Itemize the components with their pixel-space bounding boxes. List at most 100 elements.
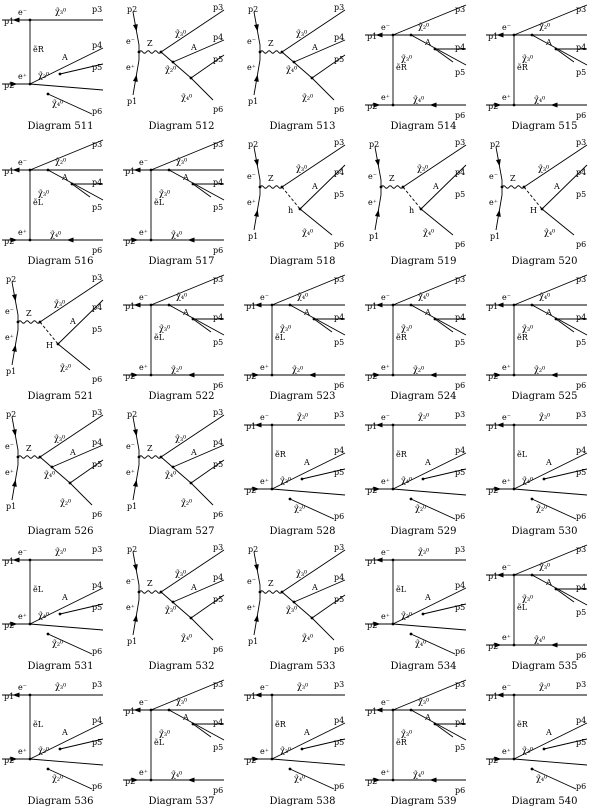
label-p2: p2: [490, 140, 500, 149]
z-label: Z: [26, 444, 32, 453]
neutralino-lower-label: χ̃₃⁰: [401, 324, 412, 333]
label-p2: p2: [125, 237, 135, 246]
label-p3: p3: [92, 5, 102, 14]
z-label: Z: [147, 579, 153, 588]
label-p4: p4: [334, 313, 344, 322]
boson-label: A: [182, 308, 189, 317]
diagram-caption: Diagram 527: [148, 526, 215, 537]
selectron-label: ẽL: [154, 198, 165, 207]
decay-label: χ̃₂⁰: [60, 498, 71, 507]
label-p6: p6: [576, 240, 586, 249]
fan-line: [392, 274, 467, 306]
arrow: [10, 621, 18, 627]
z-propagator: [259, 590, 283, 594]
arrow: [253, 74, 259, 82]
label-p1: p1: [248, 637, 258, 646]
electron-label: e⁻: [489, 172, 498, 181]
electron-label: e⁻: [260, 683, 269, 692]
label-p5: p5: [92, 63, 102, 72]
positron-label: e⁺: [139, 228, 148, 237]
label-p1: p1: [488, 32, 498, 41]
neutralino-upper-label: χ̃₃⁰: [54, 299, 65, 308]
fan-line: [410, 498, 456, 520]
boson-label: A: [303, 728, 310, 737]
fan-line: [150, 679, 225, 711]
neutralino-upper-label: χ̃₃⁰: [539, 562, 550, 571]
neutralino-upper-label: χ̃₃⁰: [297, 682, 308, 691]
diagram-caption: Diagram 526: [27, 526, 94, 537]
fan-line: [39, 279, 104, 323]
label-p4: p4: [576, 716, 586, 725]
decay-label: χ̃₂⁰: [536, 504, 547, 513]
arrow: [187, 237, 195, 243]
fan-line: [531, 574, 588, 606]
diagram-caption: Diagram 530: [511, 526, 578, 537]
selectron-label: ẽL: [275, 333, 286, 342]
selectron-label: ẽR: [275, 450, 287, 459]
decay-label: χ̃₄⁰: [302, 633, 313, 642]
vertex: [530, 33, 534, 37]
diagram-caption: Diagram 531: [27, 661, 94, 672]
arrow: [253, 159, 259, 167]
arrow: [11, 479, 17, 487]
arrow: [550, 102, 558, 108]
label-p3: p3: [213, 140, 223, 149]
arrow: [429, 102, 437, 108]
label-p4: p4: [334, 716, 344, 725]
fan-line: [392, 587, 467, 625]
selectron-label: ẽR: [396, 333, 408, 342]
arrow: [11, 344, 17, 352]
diagram-caption: Diagram 534: [390, 661, 457, 672]
diagram-caption: Diagram 525: [511, 391, 578, 402]
label-p1: p1: [125, 707, 135, 716]
vertex: [28, 558, 32, 562]
fan-line: [301, 738, 346, 750]
label-p5: p5: [334, 468, 344, 477]
fan-line: [168, 304, 225, 336]
arrow: [494, 486, 502, 492]
arrow: [374, 209, 380, 217]
fan-line: [555, 588, 575, 603]
vertex: [391, 423, 395, 427]
neutralino-lower-label: χ̃₂⁰: [38, 71, 49, 80]
diagram-caption: Diagram 518: [269, 256, 336, 267]
label-p2: p2: [248, 140, 258, 149]
neutralino-upper-label: χ̃₄⁰: [176, 292, 187, 301]
label-p1: p1: [246, 302, 256, 311]
electron-label: e⁻: [502, 413, 511, 422]
positron-label: e⁺: [502, 363, 511, 372]
z-propagator: [259, 50, 283, 54]
fan-line: [29, 587, 104, 625]
neutralino-lower-label: χ̃₂⁰: [38, 746, 49, 755]
fan-line: [69, 482, 93, 506]
arrow: [373, 486, 381, 492]
label-p1: p1: [367, 707, 377, 716]
fan-line: [271, 722, 346, 760]
label-p2: p2: [125, 372, 135, 381]
vertex: [409, 33, 413, 37]
fan-line: [422, 468, 467, 480]
fan-line: [410, 34, 467, 66]
fan-line: [392, 488, 467, 496]
label-p4: p4: [213, 178, 223, 187]
neutralino-lower-label: H: [46, 341, 53, 350]
diagram-caption: Diagram 524: [390, 391, 457, 402]
label-p6: p6: [576, 782, 586, 791]
neutralino-upper-label: χ̃₂⁰: [539, 22, 550, 31]
label-p5: p5: [92, 203, 102, 212]
label-p2: p2: [6, 410, 16, 419]
arrow: [375, 557, 383, 563]
